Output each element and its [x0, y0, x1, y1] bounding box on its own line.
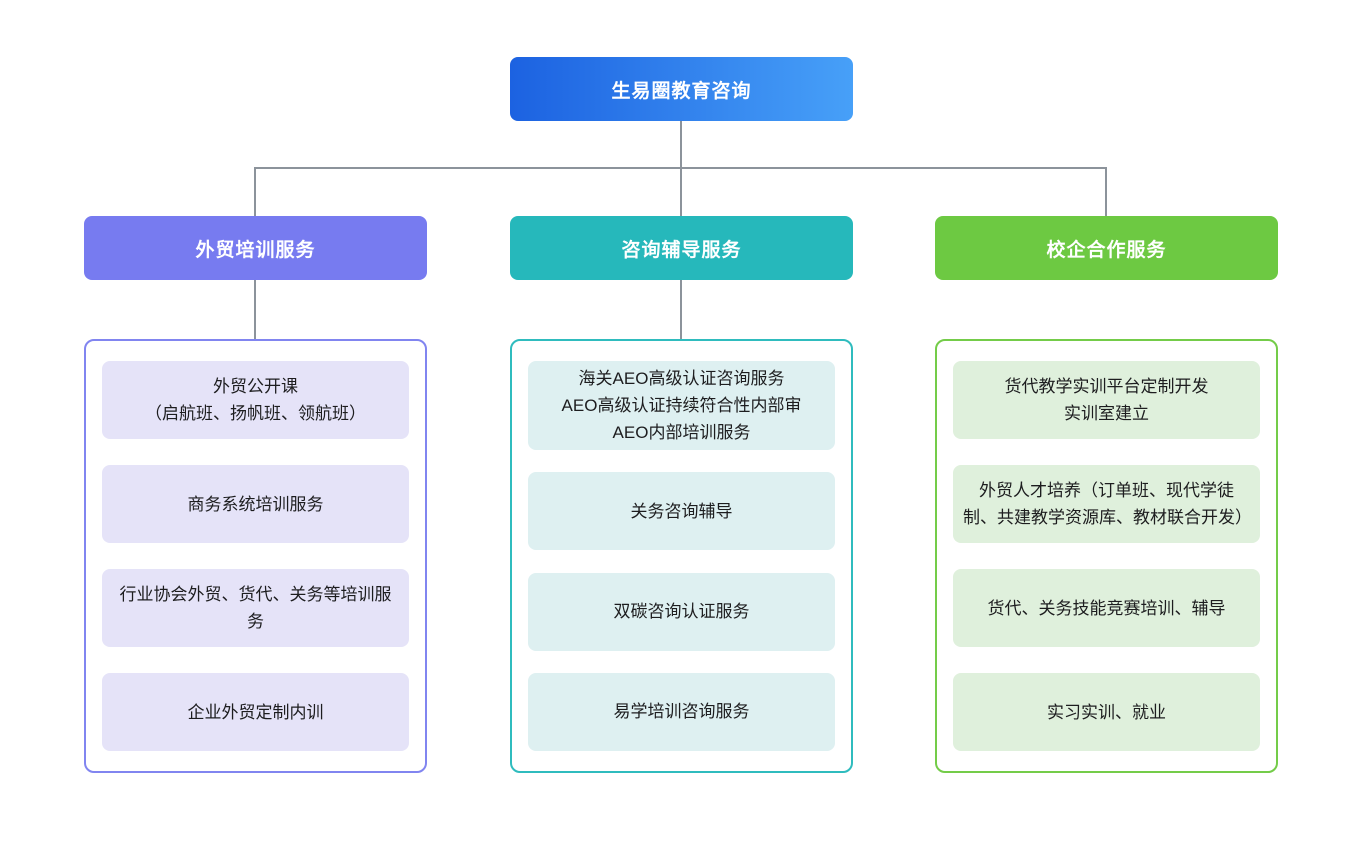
- leaf-item: 海关AEO高级认证咨询服务 AEO高级认证持续符合性内部审 AEO内部培训服务: [528, 361, 835, 450]
- leaf-item: 易学培训咨询服务: [528, 672, 835, 751]
- connector-drop-branch-1: [680, 167, 682, 216]
- leaf-item: 企业外贸定制内训: [102, 673, 409, 751]
- leaf-item: 行业协会外贸、货代、关务等培训服务: [102, 569, 409, 647]
- leaf-item: 货代教学实训平台定制开发 实训室建立: [953, 361, 1260, 439]
- branch-container-school-enterprise: 货代教学实训平台定制开发 实训室建立 外贸人才培养（订单班、现代学徒制、共建教学…: [935, 339, 1278, 773]
- leaf-item: 外贸公开课 （启航班、扬帆班、领航班）: [102, 361, 409, 439]
- connector-branch-1-container: [680, 280, 682, 339]
- branch-header-consulting: 咨询辅导服务: [510, 216, 853, 280]
- leaf-item: 关务咨询辅导: [528, 472, 835, 551]
- branch-container-consulting: 海关AEO高级认证咨询服务 AEO高级认证持续符合性内部审 AEO内部培训服务 …: [510, 339, 853, 773]
- leaf-item: 商务系统培训服务: [102, 465, 409, 543]
- leaf-item: 实习实训、就业: [953, 673, 1260, 751]
- branch-container-trade-training: 外贸公开课 （启航班、扬帆班、领航班） 商务系统培训服务 行业协会外贸、货代、关…: [84, 339, 427, 773]
- connector-drop-branch-0: [254, 167, 256, 216]
- branch-header-school-enterprise: 校企合作服务: [935, 216, 1278, 280]
- connector-drop-branch-2: [1105, 167, 1107, 216]
- leaf-item: 货代、关务技能竞赛培训、辅导: [953, 569, 1260, 647]
- branch-header-trade-training: 外贸培训服务: [84, 216, 427, 280]
- root-node: 生易圈教育咨询: [510, 57, 853, 121]
- leaf-item: 外贸人才培养（订单班、现代学徒制、共建教学资源库、教材联合开发）: [953, 465, 1260, 543]
- leaf-item: 双碳咨询认证服务: [528, 572, 835, 651]
- connector-branch-0-container: [254, 280, 256, 339]
- connector-root-down: [680, 121, 682, 167]
